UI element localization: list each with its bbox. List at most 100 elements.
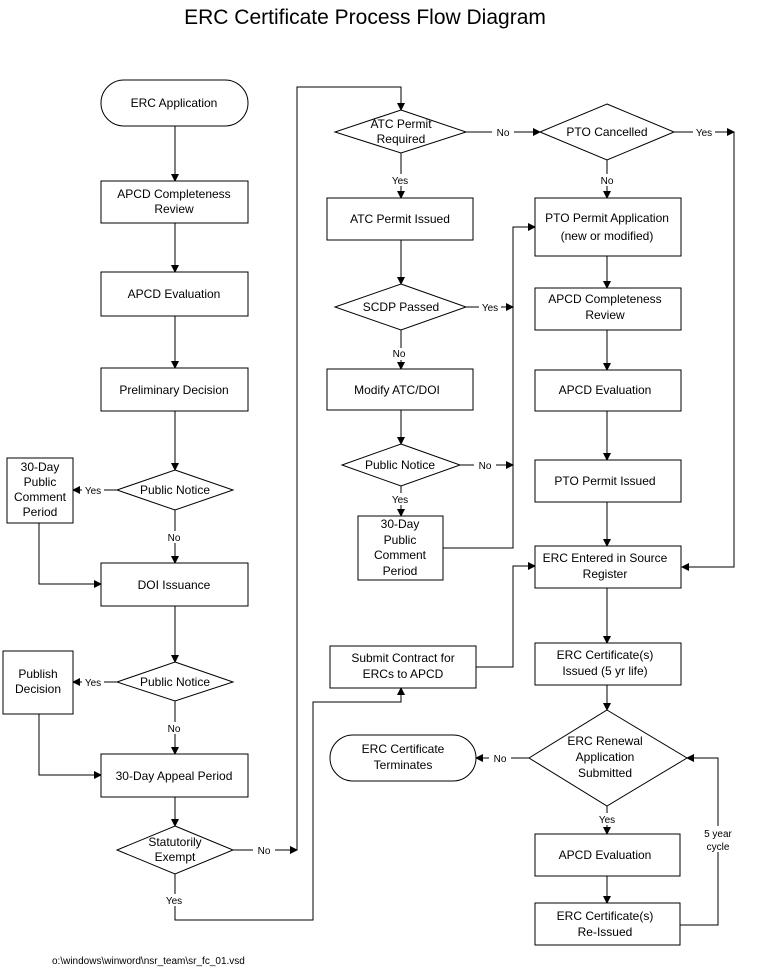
node-erc-certificates-reissued: ERC Certificate(s) Re-Issued xyxy=(534,902,681,946)
svg-text:Re-Issued: Re-Issued xyxy=(578,925,633,939)
svg-text:ERC Certificate: ERC Certificate xyxy=(362,742,445,756)
node-apcd-completeness-review: APCD Completeness Review xyxy=(100,180,249,224)
svg-text:ERC Certificate(s): ERC Certificate(s) xyxy=(557,648,654,662)
svg-text:APCD Completeness: APCD Completeness xyxy=(117,187,230,201)
edge-label-cycle: cycle xyxy=(707,842,730,853)
node-apcd-evaluation: APCD Evaluation xyxy=(534,369,682,412)
edge-label-no: No xyxy=(479,461,492,472)
svg-text:APCD Evaluation: APCD Evaluation xyxy=(559,383,652,397)
edge-label-no: No xyxy=(168,724,181,735)
node-scdp-passed: SCDP Passed xyxy=(333,283,468,331)
svg-text:ATC Permit Issued: ATC Permit Issued xyxy=(350,212,450,226)
svg-text:30-Day: 30-Day xyxy=(21,460,60,474)
edge-label-yes: Yes xyxy=(85,678,101,689)
node-erc-certificates-issued: ERC Certificate(s) Issued (5 yr life) xyxy=(534,642,682,686)
svg-text:Period: Period xyxy=(23,505,58,519)
edge-label-yes: Yes xyxy=(599,815,615,826)
edge-label-cycle: 5 year xyxy=(704,829,732,840)
svg-text:30-Day Appeal Period: 30-Day Appeal Period xyxy=(116,769,233,783)
node-apcd-completeness-review: APCD Completeness Review xyxy=(534,287,682,331)
svg-text:ERC Renewal: ERC Renewal xyxy=(567,734,642,748)
edge-label-no: No xyxy=(393,349,406,360)
edge-label-no: No xyxy=(497,128,510,139)
svg-text:Submitted: Submitted xyxy=(578,766,632,780)
node-pto-cancelled: PTO Cancelled xyxy=(538,103,676,161)
svg-text:Application: Application xyxy=(576,750,635,764)
file-path-footer: o:\windows\winword\nsr_team\sr_fc_01.vsd xyxy=(52,956,245,967)
svg-text:APCD Evaluation: APCD Evaluation xyxy=(128,287,221,301)
node-public-notice: Public Notice xyxy=(115,469,235,511)
svg-text:Required: Required xyxy=(377,132,426,146)
edge-label-yes: Yes xyxy=(482,303,498,314)
svg-text:Comment: Comment xyxy=(374,548,427,562)
svg-text:Public: Public xyxy=(24,475,57,489)
svg-text:Publish: Publish xyxy=(18,667,57,681)
edge-label-no: No xyxy=(258,846,271,857)
node-publish-decision: Publish Decision xyxy=(2,650,74,715)
svg-text:Decision: Decision xyxy=(15,682,61,696)
svg-text:ERC Entered in Source: ERC Entered in Source xyxy=(543,551,668,565)
node-pto-permit-issued: PTO Permit Issued xyxy=(534,459,682,503)
svg-text:Exempt: Exempt xyxy=(155,850,196,864)
edge-label-yes: Yes xyxy=(166,896,182,907)
node-erc-terminates: ERC Certificate Terminates xyxy=(329,734,477,782)
node-erc-entered-source-register: ERC Entered in Source Register xyxy=(534,545,682,589)
node-public-notice: Public Notice xyxy=(115,661,235,702)
svg-text:Comment: Comment xyxy=(14,490,67,504)
svg-text:Public: Public xyxy=(384,533,417,547)
svg-text:Public Notice: Public Notice xyxy=(140,483,210,497)
edge-labels: Yes No Yes No No Yes No Yes Yes No No Ye… xyxy=(82,126,736,907)
svg-text:30-Day: 30-Day xyxy=(381,517,420,531)
svg-text:Issued (5 yr life): Issued (5 yr life) xyxy=(562,664,647,678)
svg-text:Statutorily: Statutorily xyxy=(148,835,201,849)
edge-label-no: No xyxy=(601,176,614,187)
svg-text:Modify ATC/DOI: Modify ATC/DOI xyxy=(354,383,440,397)
svg-text:Register: Register xyxy=(583,567,628,581)
edge-label-yes: Yes xyxy=(696,128,712,139)
edge-label-no: No xyxy=(494,754,507,765)
node-public-comment-period: 30-Day Public Comment Period xyxy=(357,515,444,581)
edge-label-no: No xyxy=(168,533,181,544)
node-doi-issuance: DOI Issuance xyxy=(100,562,249,607)
node-preliminary-decision: Preliminary Decision xyxy=(100,367,249,412)
node-apcd-evaluation: APCD Evaluation xyxy=(100,271,249,317)
node-public-notice: Public Notice xyxy=(340,443,462,487)
svg-text:Public Notice: Public Notice xyxy=(365,458,435,472)
diagram-title: ERC Certificate Process Flow Diagram xyxy=(184,6,546,29)
node-submit-contract: Submit Contract for ERCs to APCD xyxy=(329,645,477,689)
node-pto-permit-application: PTO Permit Application (new or modified) xyxy=(534,197,682,257)
svg-text:Preliminary Decision: Preliminary Decision xyxy=(119,383,228,397)
svg-text:ERC Application: ERC Application xyxy=(131,96,218,110)
edge-label-yes: Yes xyxy=(392,495,408,506)
node-modify-atc-doi: Modify ATC/DOI xyxy=(326,368,474,411)
node-apcd-evaluation: APCD Evaluation xyxy=(534,833,681,877)
svg-text:(new or modified): (new or modified) xyxy=(561,229,654,243)
svg-text:ERC Certificate(s): ERC Certificate(s) xyxy=(557,909,654,923)
node-atc-permit-issued: ATC Permit Issued xyxy=(326,197,474,241)
svg-text:Submit Contract for: Submit Contract for xyxy=(351,651,454,665)
svg-text:SCDP Passed: SCDP Passed xyxy=(363,300,439,314)
node-erc-renewal-submitted: ERC Renewal Application Submitted xyxy=(528,709,688,807)
svg-text:PTO Cancelled: PTO Cancelled xyxy=(566,125,647,139)
node-erc-application: ERC Application xyxy=(100,79,249,127)
svg-text:ERCs to APCD: ERCs to APCD xyxy=(363,667,444,681)
svg-text:Period: Period xyxy=(383,564,418,578)
node-public-comment-period: 30-Day Public Comment Period xyxy=(6,457,74,524)
svg-text:Public Notice: Public Notice xyxy=(140,675,210,689)
node-statutorily-exempt: Statutorily Exempt xyxy=(115,825,235,875)
svg-text:ATC Permit: ATC Permit xyxy=(370,117,432,131)
svg-text:APCD Completeness: APCD Completeness xyxy=(548,292,661,306)
node-atc-permit-required: ATC Permit Required xyxy=(333,109,468,154)
edge-label-yes: Yes xyxy=(392,176,408,187)
svg-text:Terminates: Terminates xyxy=(374,758,433,772)
svg-text:PTO Permit Application: PTO Permit Application xyxy=(545,211,669,225)
svg-text:APCD Evaluation: APCD Evaluation xyxy=(559,848,652,862)
edge-label-yes: Yes xyxy=(85,486,101,497)
svg-text:Review: Review xyxy=(585,308,625,322)
svg-text:PTO Permit Issued: PTO Permit Issued xyxy=(554,474,655,488)
node-appeal-period: 30-Day Appeal Period xyxy=(100,753,249,798)
svg-text:DOI Issuance: DOI Issuance xyxy=(138,578,211,592)
svg-text:Review: Review xyxy=(154,202,194,216)
